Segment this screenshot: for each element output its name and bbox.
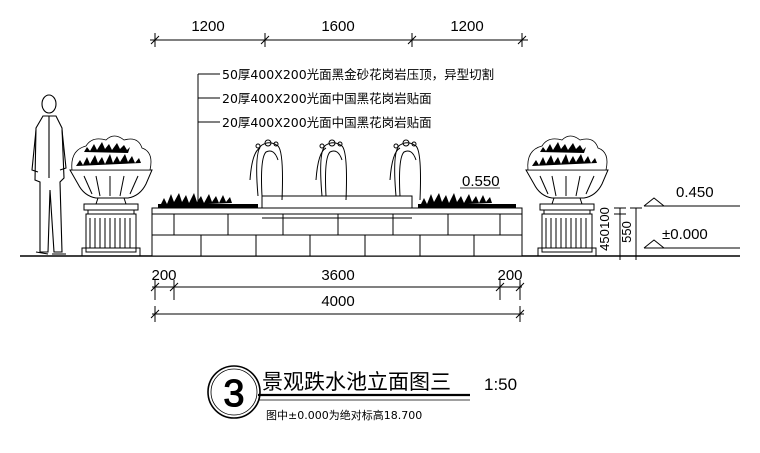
- inner-basin: [261, 195, 413, 219]
- drawing-number-circle: [207, 365, 261, 419]
- note-coping: 50厚400X200光面黑金砂花岗岩压顶，异型切割: [222, 67, 494, 82]
- side-dimensions: [614, 197, 740, 260]
- dim-top-middle: 1600: [321, 18, 354, 35]
- left-urn-foliage: [71, 135, 152, 171]
- level-ground: ±0.000: [662, 226, 708, 243]
- note-facing-1: 20厚400X200光面中国黑花岗岩贴面: [222, 91, 432, 106]
- drawing-title: 景观跌水池立面图三: [262, 370, 451, 394]
- human-figure: [31, 94, 67, 255]
- dim-top-left: 1200: [191, 18, 224, 35]
- fountain-pool-wall: [151, 207, 523, 257]
- dim-100: 100: [597, 207, 612, 229]
- level-right-top: 0.450: [676, 184, 714, 201]
- dim-550: 550: [619, 221, 634, 243]
- title-block: 3 景观跌水池立面图三 1:50 图中±0.000为绝对标高18.700: [207, 365, 517, 422]
- pool-shrubs-right: [418, 193, 516, 208]
- dim-bottom-left: 200: [151, 267, 176, 284]
- drawing-number: 3: [223, 373, 244, 415]
- top-dimension-chain: [150, 33, 528, 47]
- dim-bottom-right: 200: [497, 267, 522, 284]
- pool-shrubs-left: [158, 193, 258, 208]
- dim-bottom-total: 4000: [321, 293, 354, 310]
- dim-top-right: 1200: [450, 18, 483, 35]
- dim-bottom-middle: 3600: [321, 267, 354, 284]
- note-facing-2: 20厚400X200光面中国黑花岗岩贴面: [222, 115, 432, 130]
- fountain-jets: [249, 139, 421, 201]
- level-pool-label: 0.550: [462, 173, 500, 190]
- right-urn-foliage: [527, 135, 608, 171]
- left-planter-urn: [69, 169, 153, 257]
- right-planter-urn: [525, 169, 609, 257]
- dim-450: 450: [597, 229, 612, 251]
- bottom-dimensions: [150, 280, 525, 322]
- drawing-scale: 1:50: [484, 375, 517, 394]
- elevation-note: 图中±0.000为绝对标高18.700: [266, 408, 422, 422]
